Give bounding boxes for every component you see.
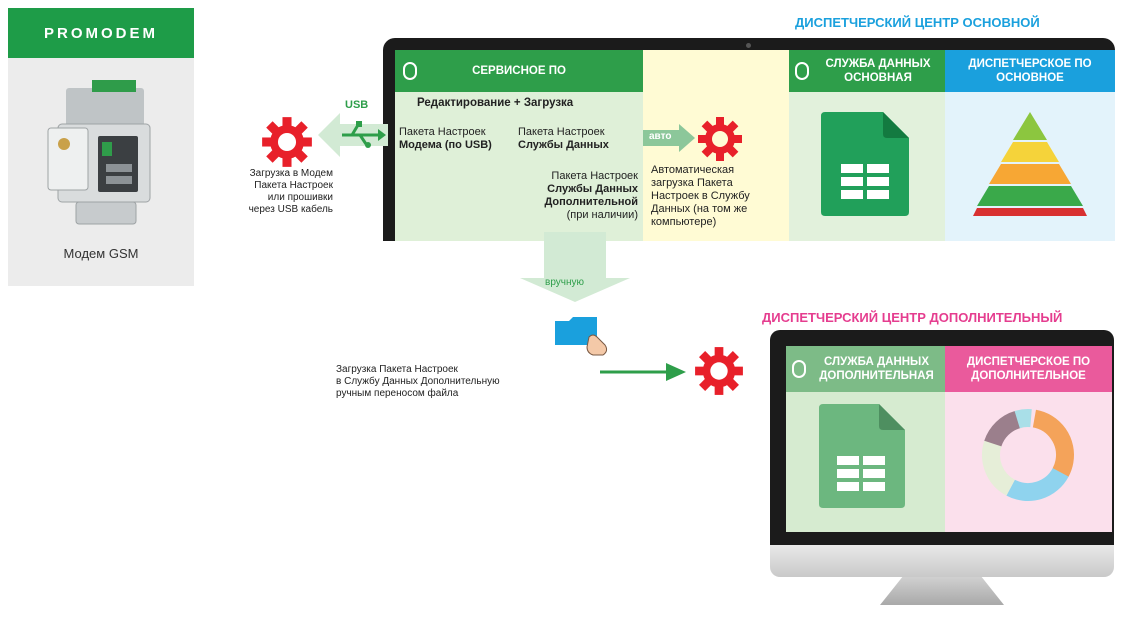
- manual-down-arrow: [520, 232, 630, 302]
- camera-dot: [746, 43, 751, 48]
- main-center-title: ДИСПЕТЧЕРСКИЙ ЦЕНТР ОСНОВНОЙ: [795, 15, 1040, 30]
- service-header: СЕРВИСНОЕ ПО: [395, 50, 643, 92]
- modem-device-image: [47, 80, 151, 225]
- spreadsheet-icon: [821, 112, 909, 216]
- dispatcher-extra-panel: ДИСПЕТЧЕРСКОЕ ПО ДОПОЛНИТЕЛЬНОЕ: [945, 346, 1112, 532]
- data-service-extra-panel: СЛУЖБА ДАННЫХ ДОПОЛНИТЕЛЬНАЯ: [786, 346, 945, 532]
- extra-center-title: ДИСПЕТЧЕРСКИЙ ЦЕНТР ДОПОЛНИТЕЛЬНЫЙ: [762, 310, 1063, 325]
- manual-upload-note: Загрузка Пакета Настроек в Службу Данных…: [336, 364, 500, 399]
- modem-caption: Модем GSM: [63, 246, 139, 261]
- service-item-data-service-extra: Пакета Настроек Службы Данных Дополнител…: [544, 170, 638, 221]
- auto-arrow: [643, 124, 695, 152]
- auto-upload-panel: авто Автоматическая загрузка Пакета Наст…: [643, 50, 789, 241]
- dispatcher-extra-header: ДИСПЕТЧЕРСКОЕ ПО ДОПОЛНИТЕЛЬНОЕ: [945, 346, 1112, 392]
- hand-cursor-icon: [586, 334, 608, 356]
- gear-icon: [698, 117, 742, 161]
- extra-monitor-screen: СЛУЖБА ДАННЫХ ДОПОЛНИТЕЛЬНАЯ ДИСПЕТЧЕРСК…: [786, 346, 1112, 532]
- usb-arrow: [318, 113, 388, 157]
- service-subheader: Редактирование + Загрузка: [417, 97, 574, 109]
- spreadsheet-icon: [819, 404, 905, 508]
- usb-label: USB: [345, 99, 369, 111]
- service-item-modem: Пакета Настроек Модема (по USB): [399, 126, 492, 151]
- usb-upload-note: Загрузка в Модем Пакета Настроек или про…: [248, 168, 333, 215]
- service-header-label: СЕРВИСНОЕ ПО: [472, 65, 566, 77]
- promodem-o-icon: [795, 62, 809, 80]
- promodem-o-icon: [792, 360, 806, 378]
- gear-icon: [695, 347, 743, 395]
- auto-upload-description: Автоматическая загрузка Пакета Настроек …: [651, 164, 750, 228]
- auto-arrow-label: авто: [649, 131, 672, 142]
- modem-card: PROMODEM Модем GSM: [8, 8, 194, 286]
- extra-monitor-stand: [880, 577, 1004, 605]
- data-service-main-header: СЛУЖБА ДАННЫХ ОСНОВНАЯ: [789, 50, 945, 92]
- service-software-panel: СЕРВИСНОЕ ПО Редактирование + Загрузка П…: [395, 50, 643, 241]
- brand-text: PROMODEM: [44, 24, 158, 42]
- data-service-extra-header: СЛУЖБА ДАННЫХ ДОПОЛНИТЕЛЬНАЯ: [786, 346, 945, 392]
- pyramid-icon: [973, 112, 1087, 216]
- promodem-o-icon: [403, 62, 417, 80]
- manual-right-arrow: [600, 363, 686, 381]
- service-item-data-service: Пакета Настроек Службы Данных: [518, 126, 609, 151]
- folder-icon: [555, 317, 608, 356]
- dispatcher-main-panel: ДИСПЕТЧЕРСКОЕ ПО ОСНОВНОЕ: [945, 50, 1115, 241]
- data-service-main-panel: СЛУЖБА ДАННЫХ ОСНОВНАЯ: [789, 50, 945, 241]
- gear-icon: [262, 117, 312, 167]
- extra-monitor-chin: [770, 545, 1114, 577]
- dispatcher-main-header: ДИСПЕТЧЕРСКОЕ ПО ОСНОВНОЕ: [945, 50, 1115, 92]
- manual-arrow-label: вручную: [545, 277, 584, 288]
- main-monitor-screen: СЕРВИСНОЕ ПО Редактирование + Загрузка П…: [395, 50, 1115, 241]
- promodem-logo: PROMODEM: [8, 8, 194, 58]
- donut-icon: [982, 409, 1074, 501]
